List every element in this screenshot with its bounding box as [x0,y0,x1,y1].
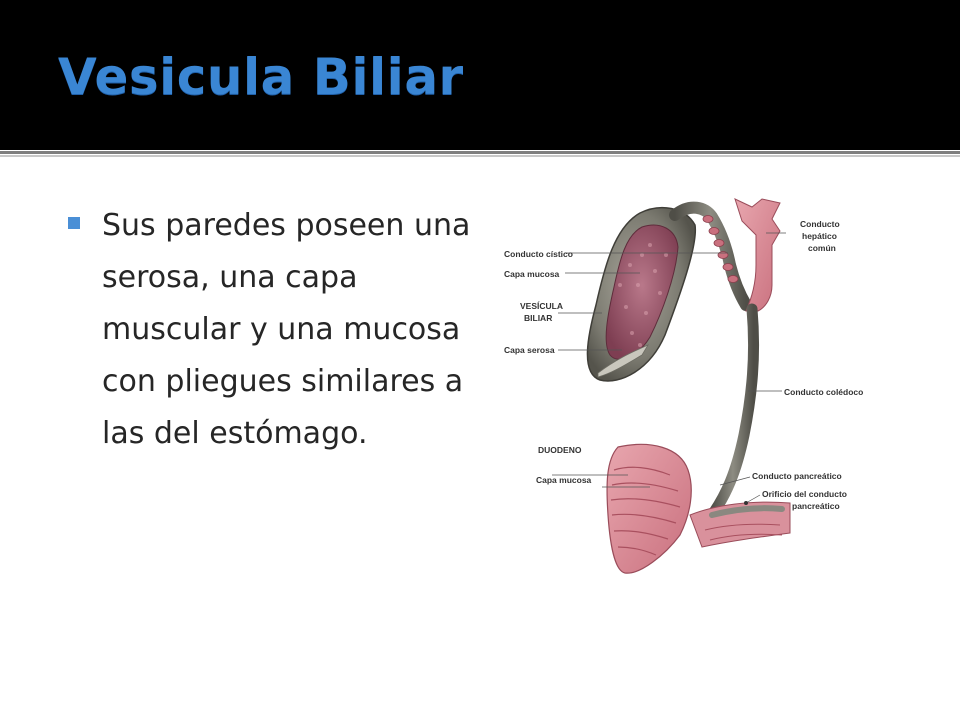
pancreatic-duct [709,505,785,518]
bullet-square-icon [68,217,80,229]
label-capa-serosa: Capa serosa [504,345,555,355]
pancreatic-folds [704,523,783,541]
label-capa-mucosa-top: Capa mucosa [504,269,560,279]
label-duodeno: DUODENO [538,445,582,455]
duodenum-folds [610,466,681,556]
label-vesicula-2: BILIAR [524,313,552,323]
label-pancreatico: Conducto pancreático [752,471,842,481]
bullet-text: Sus paredes poseen una serosa, una capa … [102,208,471,451]
duodenum-wall [606,443,692,574]
header-divider-light [0,155,960,157]
label-orificio-1: Orificio del conducto [762,489,847,499]
cystic-duct [669,201,752,311]
serosa-flap [597,344,649,378]
label-coledoco: Conducto colédoco [784,387,863,397]
gallbladder-illustration: Conducto cístico Capa mucosa VESÍCULA BI… [490,185,890,585]
label-hepatico-2: hepático [802,231,837,241]
spiral-valve [702,215,739,283]
label-capa-mucosa-bottom: Capa mucosa [536,475,592,485]
label-hepatico-1: Conducto [800,219,840,229]
anatomy-figure: Conducto cístico Capa mucosa VESÍCULA BI… [504,198,863,574]
orifice-dot [744,501,748,505]
slide-title: Vesicula Biliar [58,48,464,106]
leader-lines [552,232,786,504]
header-band [0,0,960,150]
common-bile-duct [706,303,760,521]
label-conducto-cistico: Conducto cístico [504,249,573,259]
header-divider [0,151,960,154]
label-orificio-2: pancreático [792,501,840,511]
label-vesicula-1: VESÍCULA [520,301,563,311]
mucosa-texture [618,243,668,347]
label-hepatico-3: común [808,243,836,253]
